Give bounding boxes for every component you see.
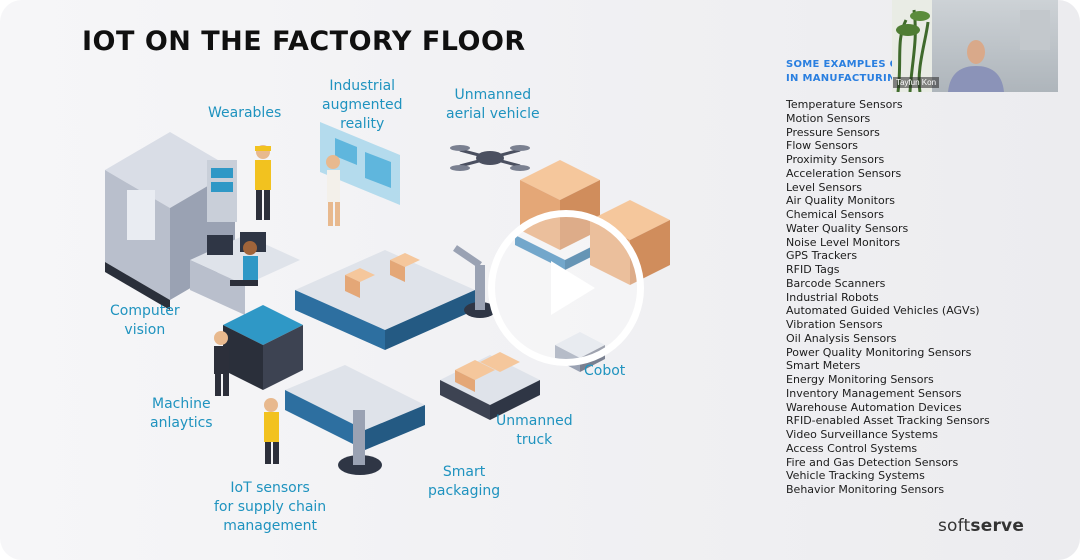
conveyor-belt-icon (295, 250, 475, 350)
industrial-machine-icon (105, 132, 237, 310)
list-item: Water Quality Sensors (786, 221, 909, 235)
participant-name: Tayfun Kon (893, 77, 940, 88)
packaging-line-icon (264, 365, 425, 475)
list-item: RFID-enabled Asset Tracking Sensors (786, 414, 990, 428)
list-item: Level Sensors (786, 180, 862, 194)
examples-heading: SOME EXAMPLES O IN MANUFACTURIN (786, 59, 898, 84)
list-item: Motion Sensors (786, 111, 871, 125)
augmented-reality-icon (320, 122, 400, 226)
list-item: Behavior Monitoring Sensors (786, 483, 945, 496)
list-item: Temperature Sensors (786, 98, 903, 111)
label-iot-sensors: IoT sensors for supply chain management (214, 480, 327, 534)
list-item: Air Quality Monitors (786, 194, 895, 208)
list-item: Chemical Sensors (786, 208, 884, 221)
list-item: Vibration Sensors (786, 318, 883, 331)
presenter-avatar (892, 0, 1050, 92)
list-item: Warehouse Automation Devices (786, 400, 962, 414)
list-item: Smart Meters (786, 359, 861, 373)
wearables-worker-icon (255, 145, 271, 220)
brand-part-soft: soft (938, 516, 971, 536)
list-item: Oil Analysis Sensors (786, 331, 897, 345)
label-smart-packaging: Smart packaging (428, 464, 501, 499)
webcam-overlay[interactable]: Tayfun Kon (892, 0, 1058, 92)
list-item: Access Control Systems (786, 441, 918, 455)
list-item: Fire and Gas Detection Sensors (786, 455, 959, 469)
slide-title: IOT ON THE FACTORY FLOOR (82, 26, 526, 57)
drone-icon (450, 145, 530, 171)
label-augmented-reality: Industrial augmented reality (322, 78, 403, 132)
brand-part-serve: serve (970, 516, 1025, 536)
computer-workstation-icon (190, 232, 300, 315)
label-unmanned-truck: Unmanned truck (496, 413, 573, 448)
list-item: Energy Monitoring Sensors (786, 373, 934, 386)
list-item: GPS Trackers (786, 249, 858, 263)
list-item: Vehicle Tracking Systems (786, 469, 925, 483)
list-item: Flow Sensors (786, 139, 859, 153)
robot-arm-icon (453, 245, 496, 318)
list-item: Proximity Sensors (786, 153, 885, 166)
softserve-logo: softserve (938, 516, 1024, 536)
label-machine-analytics: Machine anlaytics (150, 396, 213, 431)
list-item: Pressure Sensors (786, 125, 880, 139)
list-item: Automated Guided Vehicles (AGVs) (786, 304, 980, 318)
list-item: Industrial Robots (786, 290, 879, 304)
play-icon (551, 261, 595, 315)
play-button[interactable] (488, 210, 644, 366)
list-item: Power Quality Monitoring Sensors (786, 345, 972, 359)
machine-analytics-icon (214, 305, 303, 396)
unmanned-truck-icon (440, 352, 540, 420)
list-item: RFID Tags (786, 263, 840, 276)
label-cobot: Cobot (584, 363, 626, 379)
list-item: Barcode Scanners (786, 276, 886, 290)
list-item: Noise Level Monitors (786, 235, 901, 249)
label-wearables: Wearables (208, 105, 282, 121)
list-item: Acceleration Sensors (786, 166, 902, 180)
list-item: Inventory Management Sensors (786, 386, 962, 400)
label-aerial-vehicle: Unmanned aerial vehicle (446, 87, 540, 122)
list-item: Video Surveillance Systems (786, 428, 939, 441)
label-computer-vision: Computer vision (110, 303, 180, 338)
